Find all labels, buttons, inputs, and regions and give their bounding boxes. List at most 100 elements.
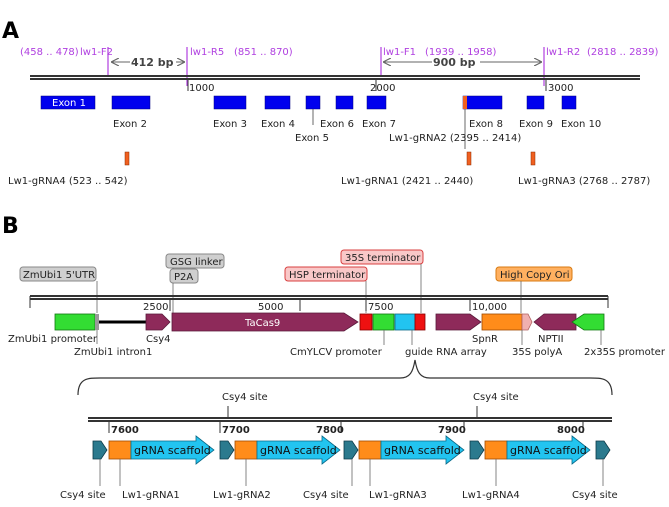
cmylcv-promoter-block xyxy=(372,313,395,331)
bottom-csy4-site-2: Csy4 site xyxy=(303,490,349,501)
grna3-label: Lw1-gRNA3 (2768 .. 2787) xyxy=(518,176,650,187)
panel-a-label: A xyxy=(2,19,19,44)
primer-r2-range: (2818 .. 2839) xyxy=(587,47,659,58)
exon-9 xyxy=(526,95,545,110)
label-nptii: NPTII xyxy=(538,334,564,345)
zmubi1-promoter-box xyxy=(54,313,96,331)
bottom-lw1-grna3: Lw1-gRNA3 xyxy=(369,490,427,501)
label-zmubi1-intron: ZmUbi1 intron1 xyxy=(74,347,152,358)
tick-7900: 7900 xyxy=(438,425,466,436)
amplicon-900-label: 900 bp xyxy=(433,56,476,69)
exon-5 xyxy=(305,95,321,110)
array-expansion-brace xyxy=(77,359,613,396)
label-zmubi1-promoter: ZmUbi1 promoter xyxy=(8,334,98,345)
exon-10 xyxy=(561,95,577,110)
csy4-site-top-2: Csy4 site xyxy=(473,392,519,403)
scaffold-arrow-4 xyxy=(506,435,591,465)
amplicon-412-label: 412 bp xyxy=(131,56,174,69)
35s-terminator-block xyxy=(414,313,426,331)
tick-8000: 8000 xyxy=(557,425,585,436)
box-high-copy-ori-text: High Copy Ori xyxy=(500,270,569,281)
spacer-grna2 xyxy=(234,440,258,460)
label-35s-polya: 35S polyA xyxy=(512,347,562,358)
box-zmubi1-utr-text: ZmUbi1 5'UTR xyxy=(23,270,95,281)
primer-r5-name: lw1-R5 xyxy=(190,47,224,58)
high-copy-ori-block xyxy=(481,313,523,331)
box-p2a-text: P2A xyxy=(174,272,193,283)
scaffold-label-1: gRNA scaffold xyxy=(134,444,211,457)
scaffold-label-3: gRNA scaffold xyxy=(384,444,461,457)
box-p2a xyxy=(169,268,199,284)
nptii-arrow xyxy=(533,313,577,331)
csy4-site-arrow-4 xyxy=(469,440,485,460)
grna4-marker xyxy=(124,151,130,166)
box-hsp-terminator-text: HSP terminator xyxy=(289,270,366,281)
tick-5000: 5000 xyxy=(258,302,283,313)
exon-4-label: Exon 4 xyxy=(261,119,295,130)
csy4-site-arrow-2 xyxy=(219,440,235,460)
exon-7 xyxy=(366,95,387,110)
exon-2 xyxy=(111,95,151,110)
exon-10-label: Exon 10 xyxy=(561,119,601,130)
primer-r2-name: lw1-R2 xyxy=(546,47,580,58)
grna3-marker xyxy=(530,151,536,166)
panel-b-label: B xyxy=(2,214,19,239)
label-guide-rna-array: guide RNA array xyxy=(405,347,487,358)
exon-1 xyxy=(40,95,96,110)
grna4-label: Lw1-gRNA4 (523 .. 542) xyxy=(8,176,128,187)
tick-3000: 3000 xyxy=(548,83,573,94)
tick-7700: 7700 xyxy=(222,425,250,436)
grna1-label: Lw1-gRNA1 (2421 .. 2440) xyxy=(341,176,473,187)
exon-6-label: Exon 6 xyxy=(320,119,354,130)
box-hsp-terminator xyxy=(284,266,368,282)
exon-4 xyxy=(264,95,291,110)
scaffold-arrow-2 xyxy=(256,435,341,465)
tacas9-arrow xyxy=(171,312,359,332)
label-cmylcv: CmYLCV promoter xyxy=(290,347,383,358)
tick-7500: 7500 xyxy=(368,302,393,313)
box-gsg-linker xyxy=(165,253,225,269)
tick-10000: 10,000 xyxy=(472,302,507,313)
tacas9-label: TaCas9 xyxy=(244,318,280,329)
primer-f1-range: (1939 .. 1958) xyxy=(425,47,497,58)
scaffold-label-2: gRNA scaffold xyxy=(260,444,337,457)
primer-f1-name: lw1-F1 xyxy=(383,47,416,58)
exon-1-label: Exon 1 xyxy=(52,98,86,109)
box-35s-terminator xyxy=(340,249,424,265)
box-high-copy-ori xyxy=(495,266,573,282)
exon-8 xyxy=(462,95,503,110)
exon-3-label: Exon 3 xyxy=(213,119,247,130)
spacer-grna4 xyxy=(484,440,508,460)
label-csy4: Csy4 xyxy=(146,334,170,345)
exon-5-label: Exon 5 xyxy=(295,133,329,144)
35s-polya-block xyxy=(521,313,533,331)
exon-6 xyxy=(335,95,354,110)
exon-3 xyxy=(213,95,247,110)
scaffold-arrow-1 xyxy=(130,435,215,465)
bottom-lw1-grna1: Lw1-gRNA1 xyxy=(122,490,180,501)
csy4-arrow xyxy=(145,313,171,331)
box-gsg-linker-text: GSG linker xyxy=(170,257,224,268)
scaffold-label-4: gRNA scaffold xyxy=(510,444,587,457)
primer-r5-range: (851 .. 870) xyxy=(234,47,293,58)
bottom-lw1-grna2: Lw1-gRNA2 xyxy=(213,490,271,501)
bottom-lw1-grna4: Lw1-gRNA4 xyxy=(462,490,520,501)
tick-2000: 2000 xyxy=(370,83,395,94)
tick-1000: 1000 xyxy=(189,83,214,94)
spnr-arrow xyxy=(435,313,482,331)
bottom-csy4-site-3: Csy4 site xyxy=(572,490,618,501)
grna2-label: Lw1-gRNA2 (2395 .. 2414) xyxy=(389,133,521,144)
tick-7800: 7800 xyxy=(316,425,344,436)
exon-2-label: Exon 2 xyxy=(113,119,147,130)
csy4-site-arrow-1 xyxy=(92,440,108,460)
grna1-marker xyxy=(466,151,472,166)
spacer-grna3 xyxy=(358,440,382,460)
primer-f2-range: (458 .. 478) xyxy=(20,47,79,58)
exon-9-label: Exon 9 xyxy=(519,119,553,130)
bottom-csy4-site-1: Csy4 site xyxy=(60,490,106,501)
csy4-site-arrow-3 xyxy=(343,440,359,460)
primer-f2-name: lw1-F2 xyxy=(80,47,113,58)
label-spnr: SpnR xyxy=(472,334,498,345)
label-2x35s-promoter: 2x35S promoter xyxy=(584,347,666,358)
